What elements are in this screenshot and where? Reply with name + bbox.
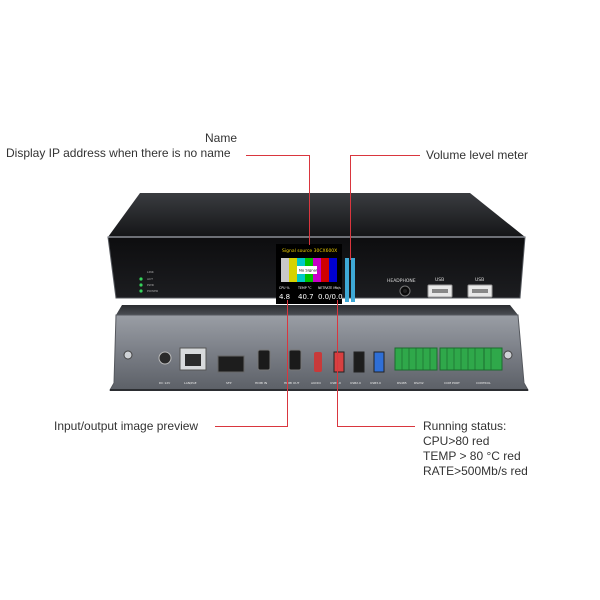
status-leader-h	[337, 426, 415, 427]
preview-leader-h	[215, 426, 288, 427]
sfp-port	[217, 355, 245, 373]
status-leader-v	[337, 300, 338, 426]
hdmi-in-port	[257, 349, 271, 371]
front-unit-top	[108, 193, 525, 237]
rear-label-audio: AUDIO	[311, 381, 321, 385]
usb-label-1: USB	[435, 277, 444, 283]
rear-label-sfp: SFP	[226, 381, 232, 385]
terminal-blocks	[394, 347, 503, 371]
hdmi-out-port	[288, 349, 302, 371]
rear-unit-top	[116, 305, 518, 315]
rear-label-hdmi-out: HDMI OUT	[284, 381, 300, 385]
preview-leader-v	[287, 300, 288, 426]
screen-title: Signal source 30CX600X	[282, 248, 337, 254]
status-leds	[139, 277, 143, 293]
name-callout-desc: Display IP address when there is no name	[6, 146, 231, 160]
usb-c-port	[314, 352, 322, 372]
dc-power-jack	[158, 351, 172, 365]
led-label-4: POWER	[147, 289, 158, 293]
rate-value: 0.0/0.0	[318, 293, 343, 301]
lcd-screen	[276, 244, 342, 304]
led-label-3: PWR	[147, 283, 154, 287]
status-callout-rate: RATE>500Mb/s red	[423, 464, 528, 478]
rear-label-usb2: USB2.0	[350, 381, 361, 385]
no-signal-label: No Signal	[299, 268, 317, 273]
led-label-2: ACT	[147, 277, 153, 281]
rear-label-com: COM PORT	[444, 381, 460, 385]
status-callout-cpu: CPU>80 red	[423, 434, 490, 448]
usb-label-2: USB	[475, 277, 484, 283]
temp-label: TEMP °C	[297, 286, 312, 290]
temp-value: 40.7	[298, 293, 314, 301]
volume-meter	[345, 258, 355, 302]
volume-leader-h	[350, 155, 420, 156]
rear-label-control: CONTROL	[476, 381, 491, 385]
status-callout-temp: TEMP > 80 °C red	[423, 449, 521, 463]
status-callout-title: Running status:	[423, 419, 507, 433]
usb-port-rear-1	[333, 351, 345, 373]
usb-port-rear-2	[353, 351, 365, 373]
name-leader-v	[309, 155, 310, 245]
rear-label-hdmi-in: HDMI IN	[255, 381, 267, 385]
preview-callout: Input/output image preview	[54, 419, 199, 433]
volume-leader-v	[350, 155, 351, 260]
headphone-label: HEADPHONE	[387, 278, 416, 284]
rear-label-usb3-a: USB3.0	[330, 381, 341, 385]
rear-label-rs485: RS485	[397, 381, 407, 385]
color-bars-preview	[281, 258, 337, 282]
name-leader-h	[246, 155, 310, 156]
rate-label: NETRATE Mb/s	[318, 286, 341, 290]
cpu-label: CPU %	[279, 286, 290, 290]
name-callout-title: Name	[205, 131, 238, 145]
cpu-value: 4.8	[279, 293, 290, 301]
led-label-1: LINK	[147, 270, 155, 274]
volume-callout: Volume level meter	[426, 148, 529, 162]
rear-label-rs232: RS232	[414, 381, 424, 385]
rear-label-usb3-b: USB3.0	[370, 381, 381, 385]
rear-label-lan: LAN/PoE	[184, 381, 197, 385]
usb-port-rear-3	[373, 351, 385, 373]
rear-label-dc: DC 12V	[159, 381, 171, 385]
